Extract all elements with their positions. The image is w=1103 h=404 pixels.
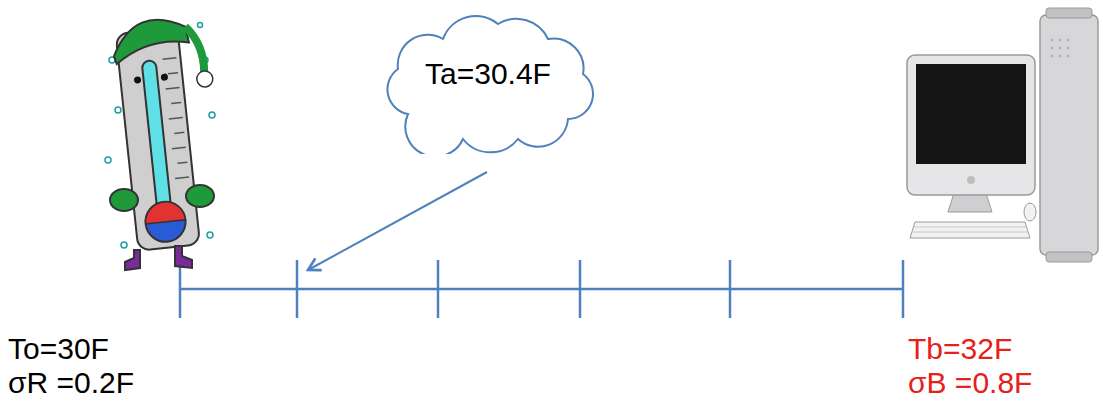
- temperature-label: To=30F: [8, 334, 109, 364]
- sigma-label: σR =0.2F: [8, 368, 134, 398]
- thermometer-cartoon: [105, 14, 230, 270]
- callout-text: Ta=30.4F: [425, 57, 551, 90]
- callout-cloud: Ta=30.4F: [368, 4, 608, 154]
- cloud-outline: [387, 16, 593, 154]
- temperature-label: Tb=32F: [908, 334, 1012, 364]
- scale-line: [180, 260, 903, 318]
- sigma-label: σB =0.8F: [908, 368, 1032, 398]
- computer-illustration: [907, 8, 1098, 262]
- callout-arrow: [308, 172, 487, 270]
